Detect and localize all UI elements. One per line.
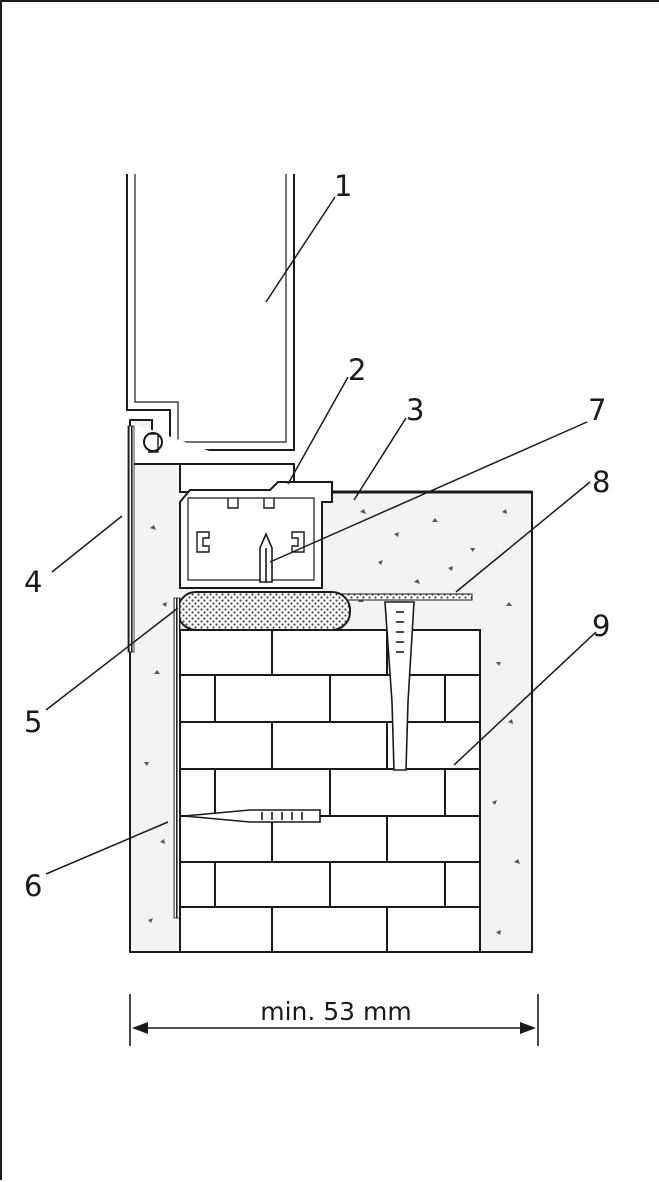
callout-4: 4 bbox=[24, 565, 42, 599]
callout-2: 2 bbox=[348, 353, 366, 387]
callout-9: 9 bbox=[592, 609, 610, 643]
leader-lines bbox=[45, 196, 597, 875]
callout-7: 7 bbox=[588, 393, 606, 427]
dimension-label: min. 53 mm bbox=[260, 997, 412, 1026]
callout-1: 1 bbox=[334, 169, 352, 203]
brick-wall bbox=[179, 629, 481, 953]
foam-tape bbox=[177, 591, 351, 631]
dimension-line bbox=[129, 994, 539, 1046]
callout-6: 6 bbox=[24, 869, 42, 903]
sealing-strip bbox=[331, 593, 473, 601]
vertical-anchor bbox=[384, 601, 415, 771]
callout-8: 8 bbox=[592, 465, 610, 499]
callout-3: 3 bbox=[406, 393, 424, 427]
screw bbox=[259, 531, 273, 583]
horizontal-anchor bbox=[183, 809, 321, 823]
glass-pane bbox=[126, 174, 295, 451]
callout-5: 5 bbox=[24, 705, 42, 739]
inner-membrane bbox=[173, 597, 181, 919]
sill-profile bbox=[129, 422, 333, 589]
outer-membrane bbox=[127, 425, 135, 653]
